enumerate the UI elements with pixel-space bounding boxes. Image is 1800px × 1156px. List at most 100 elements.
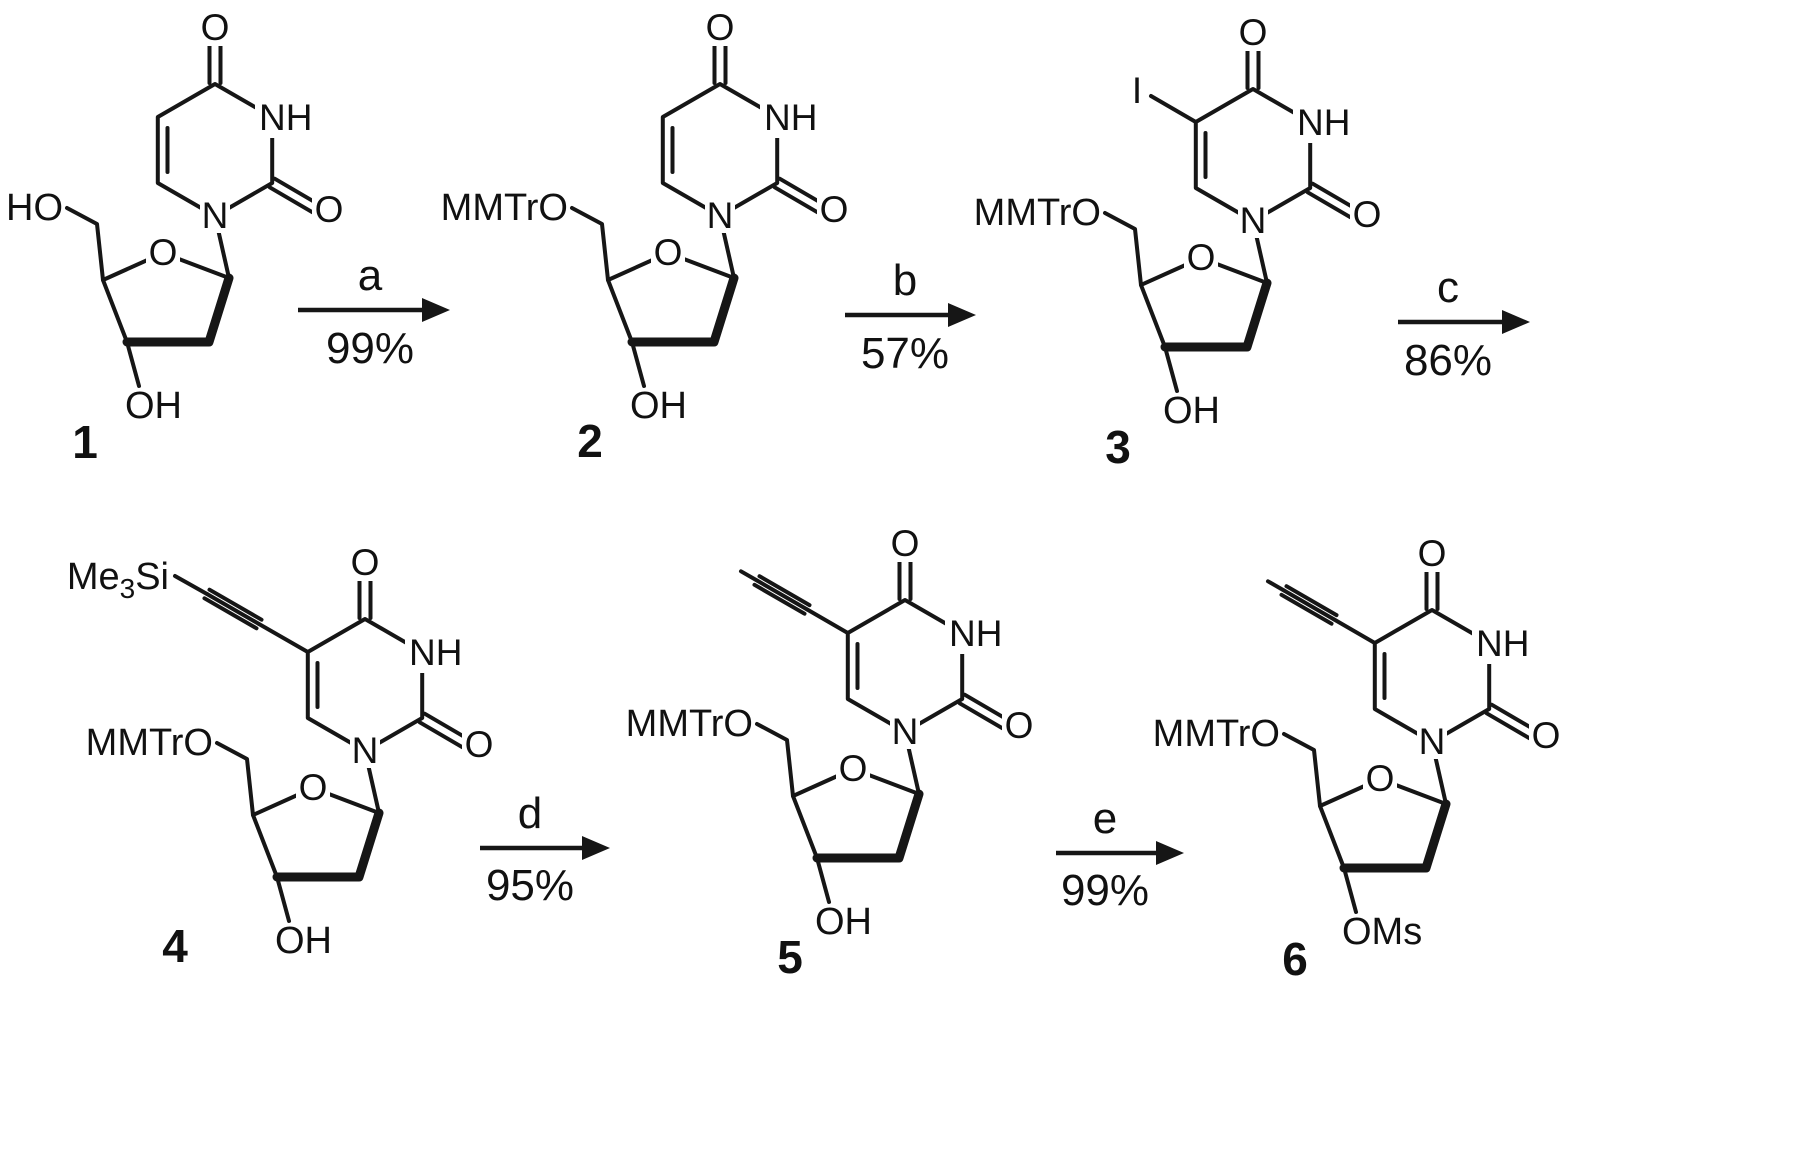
reaction-step-d: d 95% xyxy=(480,789,610,910)
label-background xyxy=(1002,710,1036,744)
five-prime-label: MMTrO xyxy=(441,187,568,229)
compound-number: 1 xyxy=(72,416,98,468)
n3h-label: NH xyxy=(259,97,312,138)
step-yield: 95% xyxy=(486,861,574,910)
n1-label: N xyxy=(1419,721,1446,762)
label-background xyxy=(836,752,870,786)
label-background xyxy=(760,100,830,138)
step-yield: 86% xyxy=(1404,336,1492,385)
label-background xyxy=(462,729,496,763)
arrowhead-icon xyxy=(948,303,976,327)
compound-5: O O NH N O MMTrO OH 5 xyxy=(626,523,1036,983)
nucleoside-skeleton xyxy=(572,40,823,386)
reaction-step-a: a 99% xyxy=(298,251,450,373)
carbonyl-o4-label: O xyxy=(201,7,230,48)
nucleoside-skeleton xyxy=(67,40,318,386)
step-letter: a xyxy=(358,251,383,300)
iodo-label: I xyxy=(1132,70,1142,111)
three-prime-label: OH xyxy=(815,901,872,943)
reaction-step-e: e 99% xyxy=(1056,794,1184,915)
arrowhead-icon xyxy=(1502,310,1530,334)
arrowhead-icon xyxy=(582,836,610,860)
sugar-oxygen-label: O xyxy=(654,232,683,273)
label-background xyxy=(1415,536,1449,572)
n1-label: N xyxy=(352,730,379,771)
reaction-step-b: b 57% xyxy=(845,256,976,378)
label-background xyxy=(1238,204,1268,238)
label-background xyxy=(651,236,685,270)
label-background xyxy=(350,734,380,768)
carbonyl-o2-label: O xyxy=(1532,715,1561,756)
three-prime-label: OMs xyxy=(1342,911,1422,953)
carbonyl-o4-label: O xyxy=(891,523,920,564)
n1-label: N xyxy=(1240,200,1267,241)
label-background xyxy=(1350,199,1384,233)
sugar-oxygen-label: O xyxy=(299,767,328,808)
step-letter: d xyxy=(518,789,542,838)
step-letter: c xyxy=(1437,263,1459,312)
compound-number: 5 xyxy=(777,931,803,983)
label-background xyxy=(1363,762,1397,796)
compound-number: 3 xyxy=(1105,421,1131,473)
sugar-oxygen-label: O xyxy=(839,748,868,789)
label-background xyxy=(296,771,330,805)
label-background xyxy=(146,236,180,270)
label-background xyxy=(945,616,1015,654)
label-background xyxy=(255,100,325,138)
three-prime-label: OH xyxy=(125,385,182,427)
trimethylsilyl-label: Me3Si xyxy=(67,556,169,604)
compound-3: O O NH N O I MMTrO OH 3 xyxy=(974,12,1384,473)
five-prime-label: MMTrO xyxy=(1153,713,1280,755)
compound-6: O O NH N O MMTrO OMs 6 xyxy=(1153,533,1563,985)
carbonyl-o2-label: O xyxy=(465,724,494,765)
three-prime-label: OH xyxy=(275,920,332,962)
five-prime-label: MMTrO xyxy=(626,703,753,745)
three-prime-label: OH xyxy=(630,385,687,427)
reaction-step-c: c 86% xyxy=(1398,263,1530,385)
n1-label: N xyxy=(707,195,734,236)
n3h-label: NH xyxy=(409,632,462,673)
compound-number: 2 xyxy=(577,415,603,467)
n1-label: N xyxy=(202,195,229,236)
label-background xyxy=(348,545,382,581)
nucleoside-skeleton xyxy=(1105,45,1356,391)
arrowhead-icon xyxy=(1156,841,1184,865)
label-background xyxy=(198,10,232,46)
step-yield: 99% xyxy=(1061,866,1149,915)
iodo-substituent xyxy=(1149,94,1198,124)
step-letter: e xyxy=(1093,794,1117,843)
n3h-label: NH xyxy=(764,97,817,138)
carbonyl-o2-label: O xyxy=(1353,194,1382,235)
label-background xyxy=(1417,725,1447,759)
step-letter: b xyxy=(893,256,917,305)
compound-1: O O NH N O HO OH 1 xyxy=(6,7,346,468)
label-background xyxy=(312,194,346,228)
label-background xyxy=(1529,720,1563,754)
label-background xyxy=(888,526,922,562)
carbonyl-o4-label: O xyxy=(1239,12,1268,53)
label-background xyxy=(890,715,920,749)
carbonyl-o2-label: O xyxy=(820,189,849,230)
label-background xyxy=(405,635,475,673)
label-background xyxy=(1184,241,1218,275)
sugar-oxygen-label: O xyxy=(149,232,178,273)
tms-ethynyl-group xyxy=(173,574,310,654)
carbonyl-o2-label: O xyxy=(315,189,344,230)
carbonyl-o4-label: O xyxy=(706,7,735,48)
label-background xyxy=(703,10,737,46)
compound-2: O O NH N O MMTrO OH 2 xyxy=(441,7,851,467)
sugar-oxygen-label: O xyxy=(1366,758,1395,799)
five-prime-label: HO xyxy=(6,187,63,229)
carbonyl-o2-label: O xyxy=(1005,705,1034,746)
label-background xyxy=(1472,626,1542,664)
carbonyl-o4-label: O xyxy=(351,542,380,583)
label-background xyxy=(1293,105,1363,143)
five-prime-label: MMTrO xyxy=(974,192,1101,234)
three-prime-label: OH xyxy=(1163,390,1220,432)
step-yield: 99% xyxy=(326,324,414,373)
n3h-label: NH xyxy=(949,613,1002,654)
label-background xyxy=(705,199,735,233)
label-background xyxy=(200,199,230,233)
